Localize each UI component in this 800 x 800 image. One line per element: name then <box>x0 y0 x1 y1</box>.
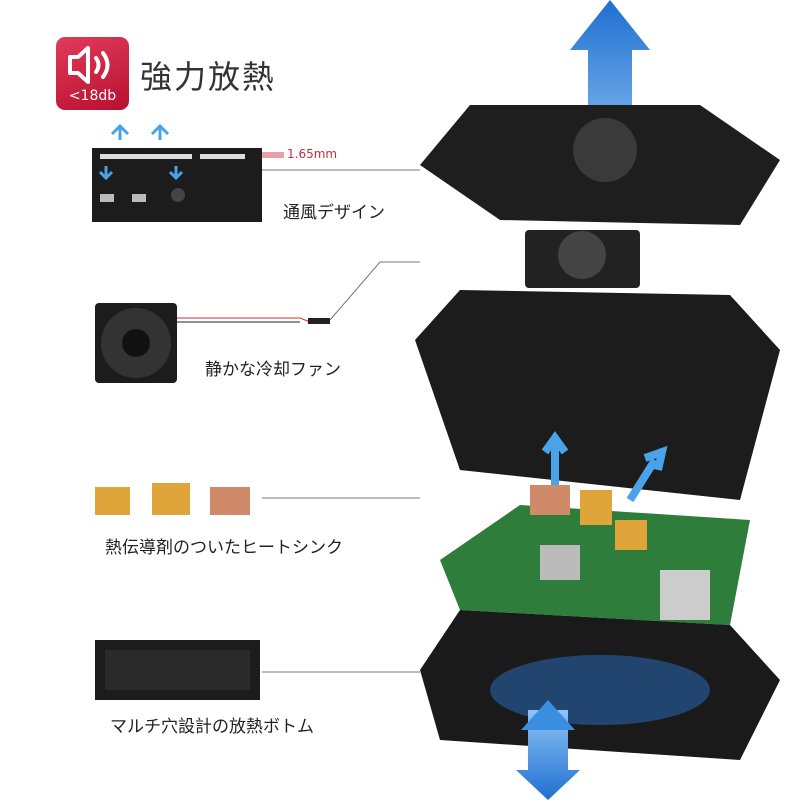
case-body <box>415 290 780 500</box>
noise-badge: <18db <box>56 37 129 110</box>
page-title: 強力放熱 <box>140 58 277 96</box>
heatsink-label: 熱伝導剤のついたヒートシンク <box>105 538 343 558</box>
thickness-label: 1.65mm <box>287 147 338 161</box>
bottom-label: マルチ穴設計の放熱ボトム <box>110 717 314 737</box>
left-illustrations <box>92 123 420 700</box>
bottom-case-illustration <box>95 640 260 700</box>
speaker-volume-icon <box>68 46 110 84</box>
fan-label: 静かな冷却ファン <box>205 360 341 380</box>
airflow-down-arrow <box>516 710 580 800</box>
heatsinks-illustration <box>95 483 250 515</box>
airflow-side-arrows <box>541 431 668 503</box>
exploded-case-view <box>415 0 780 800</box>
vent-side-view <box>92 123 284 222</box>
fan-illustration <box>95 303 330 383</box>
vent-label: 通風デザイン <box>283 203 385 223</box>
noise-level: <18db <box>68 88 117 104</box>
